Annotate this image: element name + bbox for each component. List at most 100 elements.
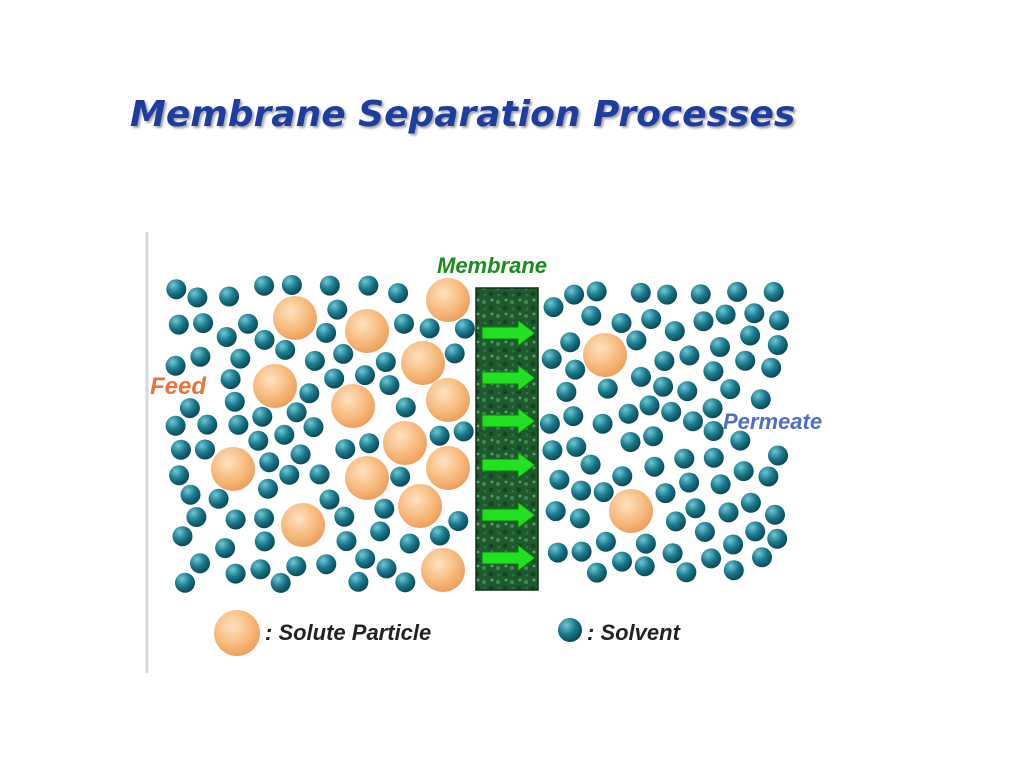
- right-arrow-icon: [481, 406, 536, 436]
- solvent-molecule: [676, 562, 697, 583]
- solvent-molecule: [597, 378, 618, 399]
- solvent-molecule: [593, 482, 614, 503]
- solute-particle: [383, 421, 427, 465]
- solvent-molecule: [563, 406, 584, 427]
- solvent-molecule: [745, 521, 766, 542]
- solvent-molecule: [586, 281, 607, 302]
- solvent-molecule: [252, 406, 273, 427]
- permeate-label: Permeate: [723, 409, 822, 434]
- solvent-molecule: [612, 466, 633, 487]
- solvent-molecule: [250, 559, 271, 580]
- solvent-molecule: [359, 433, 380, 454]
- solute-particle: [583, 333, 627, 377]
- solvent-molecule: [172, 526, 193, 547]
- solute-particle: [426, 278, 470, 322]
- legend-solvent-label: : Solvent: [587, 620, 682, 645]
- solvent-molecule: [571, 480, 592, 501]
- solvent-molecule: [541, 348, 562, 369]
- solvent-molecule: [730, 430, 751, 451]
- solute-particle: [401, 341, 445, 385]
- solute-particle: [345, 456, 389, 500]
- solvent-molecule: [630, 282, 651, 303]
- solvent-molecule: [193, 313, 214, 334]
- solvent-molecule: [219, 286, 240, 307]
- solvent-molecule: [758, 466, 779, 487]
- right-arrow-icon: [481, 363, 536, 393]
- solvent-molecule: [168, 314, 189, 335]
- solvent-molecule: [395, 397, 416, 418]
- solvent-molecule: [703, 361, 724, 382]
- solvent-molecule: [335, 439, 356, 460]
- right-arrow-icon: [481, 543, 536, 573]
- solvent-molecule: [259, 452, 280, 473]
- solvent-molecule: [254, 275, 275, 296]
- solvent-molecule: [228, 414, 249, 435]
- solvent-molecule: [665, 511, 686, 532]
- solvent-molecule: [581, 305, 602, 326]
- solvent-molecule: [560, 332, 581, 353]
- solvent-molecule: [710, 337, 730, 357]
- solvent-molecule: [549, 469, 570, 490]
- solvent-molecule: [334, 506, 355, 527]
- solvent-molecule: [744, 303, 765, 324]
- solvent-molecule: [595, 531, 616, 552]
- solvent-molecule: [571, 541, 592, 562]
- solute-particle: [609, 489, 653, 533]
- solvent-molecule: [388, 283, 409, 304]
- solvent-molecule: [316, 322, 337, 343]
- solvent-molecule: [197, 414, 218, 435]
- solute-particle: [398, 484, 442, 528]
- solvent-molecule: [444, 343, 465, 364]
- solvent-molecule: [542, 440, 563, 461]
- solvent-molecule-icon: [558, 618, 582, 642]
- solvent-molecule: [674, 448, 695, 469]
- solvent-molecule: [169, 465, 190, 486]
- solvent-molecule: [639, 395, 660, 416]
- solvent-molecule: [715, 304, 736, 325]
- solute-particle: [426, 446, 470, 490]
- solute-particle-icon: [214, 610, 260, 656]
- solvent-molecule: [275, 339, 296, 360]
- solvent-molecule: [186, 507, 207, 527]
- solvent-molecule: [166, 279, 187, 300]
- solvent-molecule: [547, 542, 568, 563]
- solvent-molecule: [661, 401, 682, 422]
- solvent-molecule: [701, 548, 722, 569]
- solvent-molecule: [703, 447, 724, 468]
- solvent-molecule: [643, 426, 664, 447]
- solvent-molecule: [286, 402, 307, 423]
- solvent-molecule: [740, 492, 761, 513]
- solute-particle: [281, 503, 325, 547]
- solvent-molecule: [664, 321, 685, 342]
- solvent-molecule: [208, 488, 229, 509]
- solvent-molecule: [543, 297, 564, 318]
- solvent-molecule: [586, 562, 607, 583]
- solvent-molecule: [327, 299, 348, 320]
- solvent-molecule: [238, 313, 258, 334]
- solvent-molecule: [290, 444, 311, 465]
- solvent-molecule: [677, 381, 698, 402]
- solvent-molecule: [224, 391, 245, 412]
- solvent-molecule: [171, 439, 191, 460]
- solute-particle: [421, 548, 465, 592]
- solvent-molecule: [175, 572, 195, 593]
- right-arrow-icon: [481, 500, 536, 530]
- solvent-molecule: [654, 351, 675, 371]
- solvent-molecule: [225, 563, 246, 584]
- solvent-molecule: [254, 531, 275, 552]
- solvent-molecule: [394, 313, 414, 334]
- solvent-molecule: [740, 325, 761, 346]
- solvent-molecule: [565, 359, 586, 380]
- solvent-molecule: [448, 511, 469, 531]
- solvent-molecule: [324, 368, 345, 389]
- solvent-molecule: [761, 357, 782, 378]
- feed-label: Feed: [150, 373, 207, 400]
- solvent-molecule: [274, 424, 295, 445]
- solvent-molecule: [319, 489, 340, 510]
- solvent-molecule: [336, 531, 357, 552]
- solvent-molecule: [419, 318, 440, 339]
- solvent-molecule: [566, 436, 587, 457]
- solvent-molecule: [653, 376, 674, 397]
- solvent-molecule: [767, 528, 788, 549]
- solvent-molecule: [620, 432, 641, 452]
